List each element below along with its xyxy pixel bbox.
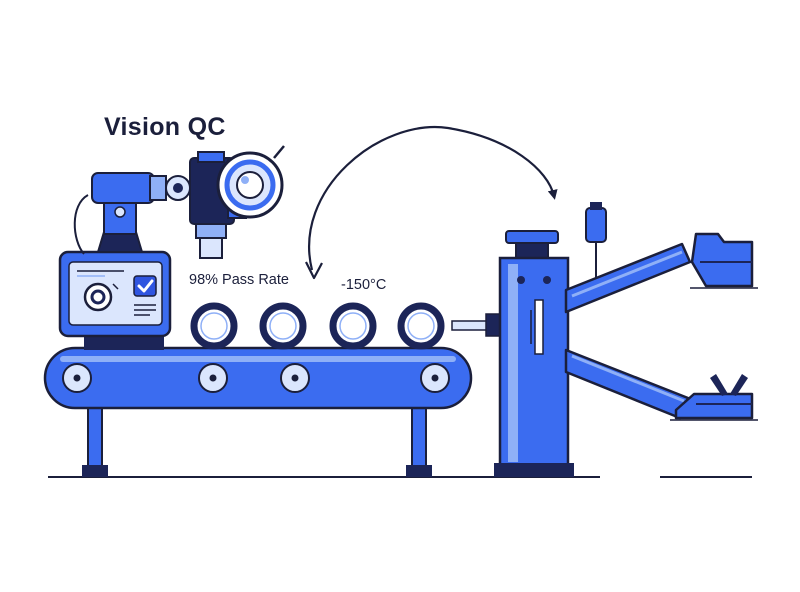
pass-rate-label: 98% Pass Rate <box>189 272 289 288</box>
ring-part <box>329 302 377 350</box>
push-rod <box>451 320 489 331</box>
sorter-lever[interactable] <box>534 299 544 355</box>
dial-icon <box>83 282 119 312</box>
roller <box>62 363 92 393</box>
conveyor-body <box>43 346 473 410</box>
roller <box>420 363 450 393</box>
conveyor-parts <box>190 302 445 350</box>
check-icon <box>133 275 157 297</box>
temperature-label: -150°C <box>341 277 387 293</box>
sorting-machine <box>451 202 758 477</box>
accept-bin <box>690 232 758 289</box>
conveyor-belt <box>43 346 473 477</box>
control-station <box>58 250 172 350</box>
roller <box>198 363 228 393</box>
camera-icon <box>189 145 285 259</box>
diagram-title: Vision QC <box>104 113 226 141</box>
curved-arrow-icon <box>305 125 558 280</box>
conveyor-rollers <box>62 363 450 393</box>
ring-part <box>259 302 307 350</box>
roller <box>280 363 310 393</box>
conveyor-leg-right <box>411 404 427 476</box>
upper-chute <box>564 242 692 314</box>
conveyor-leg-left <box>87 404 103 476</box>
ring-part <box>190 302 238 350</box>
reject-bin <box>670 374 758 421</box>
robot-arm <box>73 172 191 255</box>
ring-part <box>397 302 445 350</box>
